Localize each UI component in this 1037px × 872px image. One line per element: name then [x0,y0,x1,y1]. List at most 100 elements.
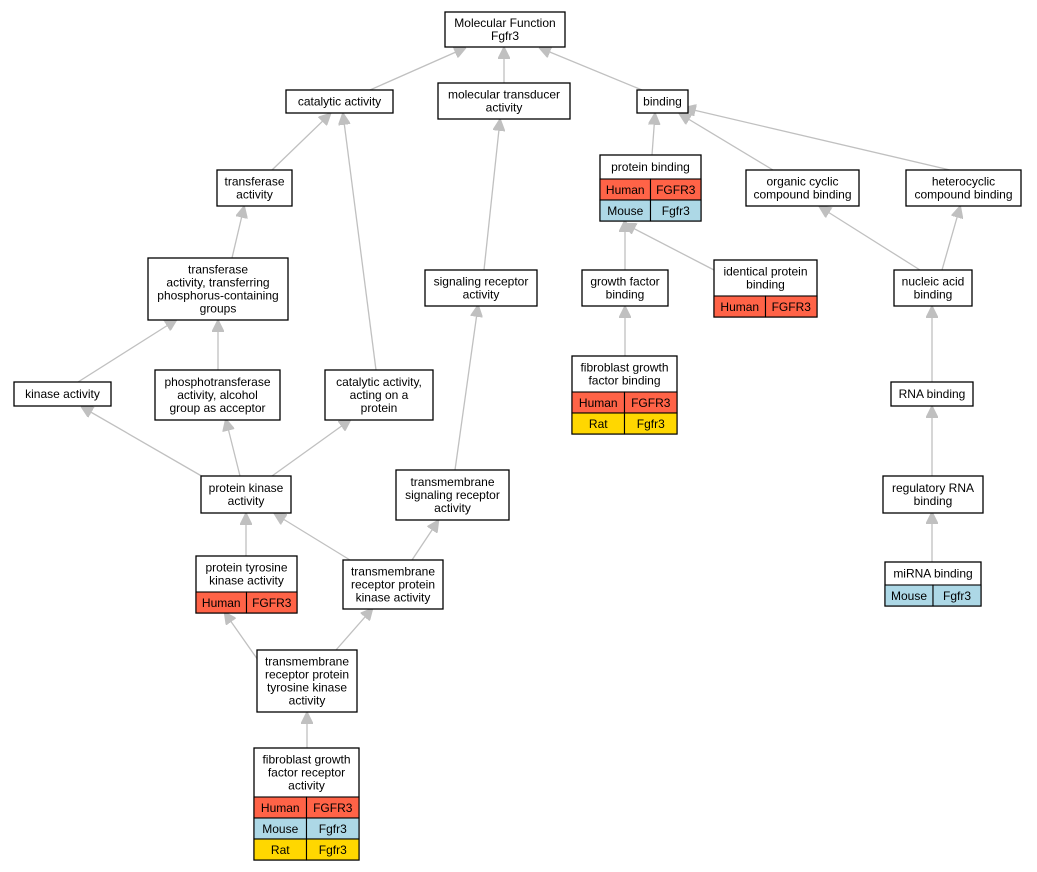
node-box [882,475,984,514]
node-label-line: binding [643,95,682,109]
node-box [342,559,444,610]
node-label-line: kinase activity [25,387,100,401]
species-label: Human [261,801,300,815]
node-label-line: organic cyclic [766,175,838,189]
gene-label: FGFR3 [772,300,812,314]
node-box [395,469,510,521]
node-label-line: factor binding [588,374,660,388]
node-label-line: transferase [188,263,248,277]
node-label-line: molecular transducer [448,88,560,102]
gene-label: FGFR3 [656,183,696,197]
node-box [437,82,571,120]
gene-cell [623,412,678,435]
node-box [154,369,281,421]
node-label-line: growth factor [590,275,659,289]
node-label-line: phosphorus-containing [157,289,278,303]
node-label-line: regulatory RNA [892,481,974,495]
go-term-node-cat: catalytic activity [285,89,394,114]
edge-pka-to-ka [82,407,206,479]
node-label-line: transferase [224,175,284,189]
go-term-node-ka: kinase activity [13,381,112,407]
node-label-line: compound binding [753,188,851,202]
edge-hcb-to-bind [685,108,951,171]
gene-label: Fgfr3 [319,843,347,857]
edge-tatp-to-trans [231,207,244,259]
node-box [636,89,689,114]
node-label-line: fibroblast growth [262,753,350,767]
edge-pka-to-caap [271,420,350,477]
node-label-line: activity [236,188,273,202]
node-label-line: binding [914,494,953,508]
node-label-line: catalytic activity, [336,375,422,389]
node-box [147,257,289,321]
node-label-line: binding [914,288,953,302]
node-label-line: activity [486,101,523,115]
node-label-line: catalytic activity [298,95,381,109]
node-label-line: receptor protein [265,668,349,682]
node-label-line: activity [463,288,500,302]
gene-label: Fgfr3 [662,204,690,218]
node-box [444,11,566,48]
edge-ka-to-tatp [77,320,176,383]
node-label-line: receptor protein [351,578,435,592]
node-label-line: RNA binding [899,387,966,401]
node-label-line: signaling receptor [405,488,500,502]
node-label-line: protein kinase [209,481,284,495]
node-box [745,169,860,207]
edge-bind-to-mf [540,48,643,91]
species-label: Rat [589,417,608,431]
go-term-node-rnab: RNA binding [890,381,974,407]
node-label-line: compound binding [914,188,1012,202]
node-label-line: kinase activity [209,574,284,588]
species-label: Mouse [891,589,927,603]
node-label-line: phosphotransferase [164,375,270,389]
gene-cell [764,295,818,318]
node-label-line: kinase activity [356,591,431,605]
node-label-line: groups [200,302,237,316]
species-label: Mouse [607,204,643,218]
node-label-line: activity, alcohol [177,388,257,402]
node-label-line: activity [288,779,325,793]
gene-cell [932,584,982,607]
edge-nab-to-hcb [941,207,960,271]
edge-trans-to-cat [271,114,330,171]
gene-label: FGFR3 [252,596,292,610]
gene-label: Fgfr3 [637,417,665,431]
node-label-line: Fgfr3 [491,29,519,43]
edge-trptka-to-ptka [225,613,259,661]
edge-ipb-to-pb [625,224,715,271]
node-box [890,381,974,407]
node-label-line: identical protein [723,265,807,279]
node-box [256,649,358,713]
node-label-line: activity [228,494,265,508]
gene-cell [649,199,702,222]
node-label-line: transmembrane [410,475,494,489]
node-label-line: activity [289,694,326,708]
edge-pka-to-ptaa [226,420,241,477]
gene-label: FGFR3 [313,801,353,815]
node-label-line: transmembrane [265,655,349,669]
edge-tsra-to-sra [454,306,478,471]
node-label-line: group as acceptor [169,401,265,415]
edge-trptka-to-trpka [335,609,372,651]
